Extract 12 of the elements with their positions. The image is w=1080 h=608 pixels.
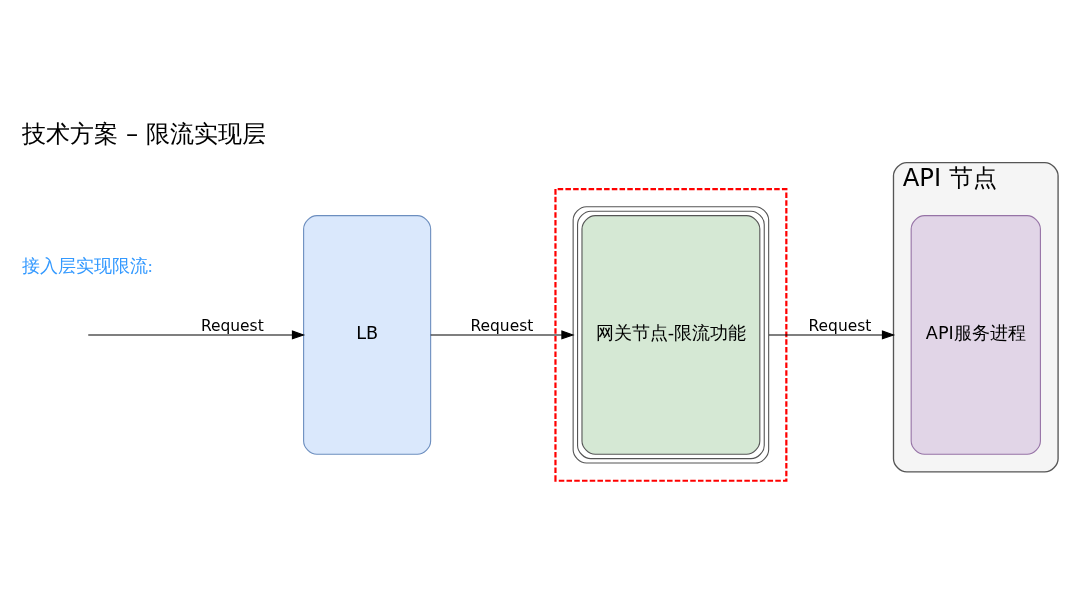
node-box: LB: [303, 215, 432, 455]
cluster: [554, 188, 788, 482]
edge-label: Request: [200, 316, 264, 335]
node-box: 网关节点-限流功能: [572, 206, 770, 464]
edge-label: Request: [808, 316, 872, 335]
label: 接入层实现限流:: [21, 255, 153, 276]
edge-label: Request: [470, 316, 534, 335]
diagram-title: 技术方案 – 限流实现层: [22, 119, 266, 149]
node-box: API服务进程: [910, 215, 1041, 455]
arrow: [768, 330, 896, 340]
arrow: [87, 330, 306, 340]
arrow: [430, 330, 575, 340]
